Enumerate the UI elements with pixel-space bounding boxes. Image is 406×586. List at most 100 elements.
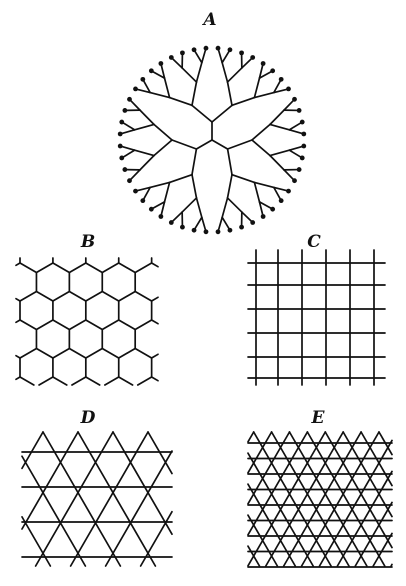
tree-leaf-node xyxy=(122,167,128,172)
tree-leaf-node xyxy=(127,96,132,102)
honeycomb-edge xyxy=(150,262,159,268)
tree-leaf-node xyxy=(203,229,209,235)
tree-edge xyxy=(269,154,285,171)
honeycomb-edge xyxy=(150,296,159,302)
honeycomb-edge xyxy=(19,319,38,331)
tree-edge xyxy=(231,173,256,184)
honeycomb-edge xyxy=(19,347,38,359)
tree-leaf-node xyxy=(119,155,125,161)
honeycomb-edge xyxy=(136,376,153,386)
tree-edge xyxy=(181,197,198,213)
tree-edge xyxy=(163,181,171,203)
kagome-line xyxy=(21,431,79,530)
tree-leaf-node xyxy=(278,198,284,204)
honeycomb-edge xyxy=(117,319,137,331)
honeycomb-edge xyxy=(101,262,120,274)
triangular-line xyxy=(252,431,332,567)
tree-edge xyxy=(171,139,198,150)
tree-edge xyxy=(128,168,141,182)
tree-edge xyxy=(160,201,166,218)
honeycomb-edge xyxy=(19,376,35,386)
tree-leaf-node xyxy=(168,55,174,60)
triangular-line xyxy=(247,431,291,505)
tree-edge xyxy=(195,61,203,83)
honeycomb-edge xyxy=(117,262,137,274)
honeycomb-edge xyxy=(84,347,104,359)
honeycomb-edge xyxy=(117,347,137,359)
tree-edge xyxy=(258,69,274,79)
tree-edge xyxy=(191,81,198,107)
tree-edge xyxy=(150,201,166,211)
tree-edge xyxy=(193,216,203,232)
triangular-line xyxy=(282,431,362,567)
tree-edge xyxy=(226,173,233,199)
tree-edge xyxy=(258,201,264,218)
tree-edge xyxy=(163,77,171,99)
tree-edge xyxy=(231,96,256,107)
honeycomb-edge xyxy=(35,347,54,359)
tree-edge xyxy=(168,173,193,184)
triangular-line xyxy=(324,431,393,549)
label-e: E xyxy=(311,408,325,428)
tree-edge xyxy=(133,123,155,131)
honeycomb-edge xyxy=(84,376,101,386)
tree-edge xyxy=(153,123,173,141)
triangular-line xyxy=(247,431,273,474)
tree-leaf-node xyxy=(239,224,244,230)
tree-edge xyxy=(253,181,261,203)
triangular-line xyxy=(288,431,368,567)
kagome-line xyxy=(42,431,122,567)
label-d: D xyxy=(80,408,96,428)
tree-edge xyxy=(251,139,271,157)
triangular-line xyxy=(247,431,255,443)
honeycomb-edge xyxy=(134,262,153,274)
tree-edge xyxy=(240,211,254,224)
honeycomb-edge xyxy=(134,319,153,331)
tree-leaf-node xyxy=(203,45,209,51)
tree-edge xyxy=(141,186,151,202)
tree-leaf-node xyxy=(148,206,154,212)
tree-leaf-node xyxy=(278,76,284,82)
tree-leaf-node xyxy=(250,220,256,225)
tree-leaf-node xyxy=(127,178,132,184)
tree-leaf-node xyxy=(140,76,146,82)
tree-edge xyxy=(221,61,229,83)
tree-leaf-node xyxy=(239,50,244,56)
honeycomb-edge xyxy=(101,290,120,302)
tree-edge xyxy=(269,109,285,126)
tree-leaf-node xyxy=(286,86,291,92)
kagome-line xyxy=(21,431,44,470)
tree-edge xyxy=(133,149,155,157)
tree-edge xyxy=(153,139,173,157)
tree-edge xyxy=(134,186,151,192)
tree-leaf-node xyxy=(133,188,138,194)
triangular-line xyxy=(300,431,380,567)
honeycomb-edge xyxy=(84,290,104,302)
tree-leaf-node xyxy=(148,68,154,74)
label-a: A xyxy=(203,10,217,30)
honeycomb-edge xyxy=(134,347,153,359)
honeycomb-edge xyxy=(101,347,120,359)
tree-edge xyxy=(211,139,229,150)
tree-edge xyxy=(288,149,304,159)
tree-leaf-node xyxy=(250,55,256,60)
tree-edge xyxy=(191,148,198,176)
triangular-line xyxy=(270,431,350,567)
honeycomb-edge xyxy=(150,376,159,382)
tree-edge xyxy=(288,128,305,135)
honeycomb-edge xyxy=(35,262,54,274)
tree-edge xyxy=(288,145,305,152)
tree-edge xyxy=(226,67,243,83)
triangular-line xyxy=(336,470,393,567)
tree-edge xyxy=(139,154,155,171)
tree-edge xyxy=(226,148,233,176)
tree-edge xyxy=(253,181,275,189)
tree-leaf-node xyxy=(117,131,123,137)
tree-edge xyxy=(226,139,253,150)
triangular-line xyxy=(378,431,393,456)
tree-leaf-node xyxy=(299,119,305,125)
